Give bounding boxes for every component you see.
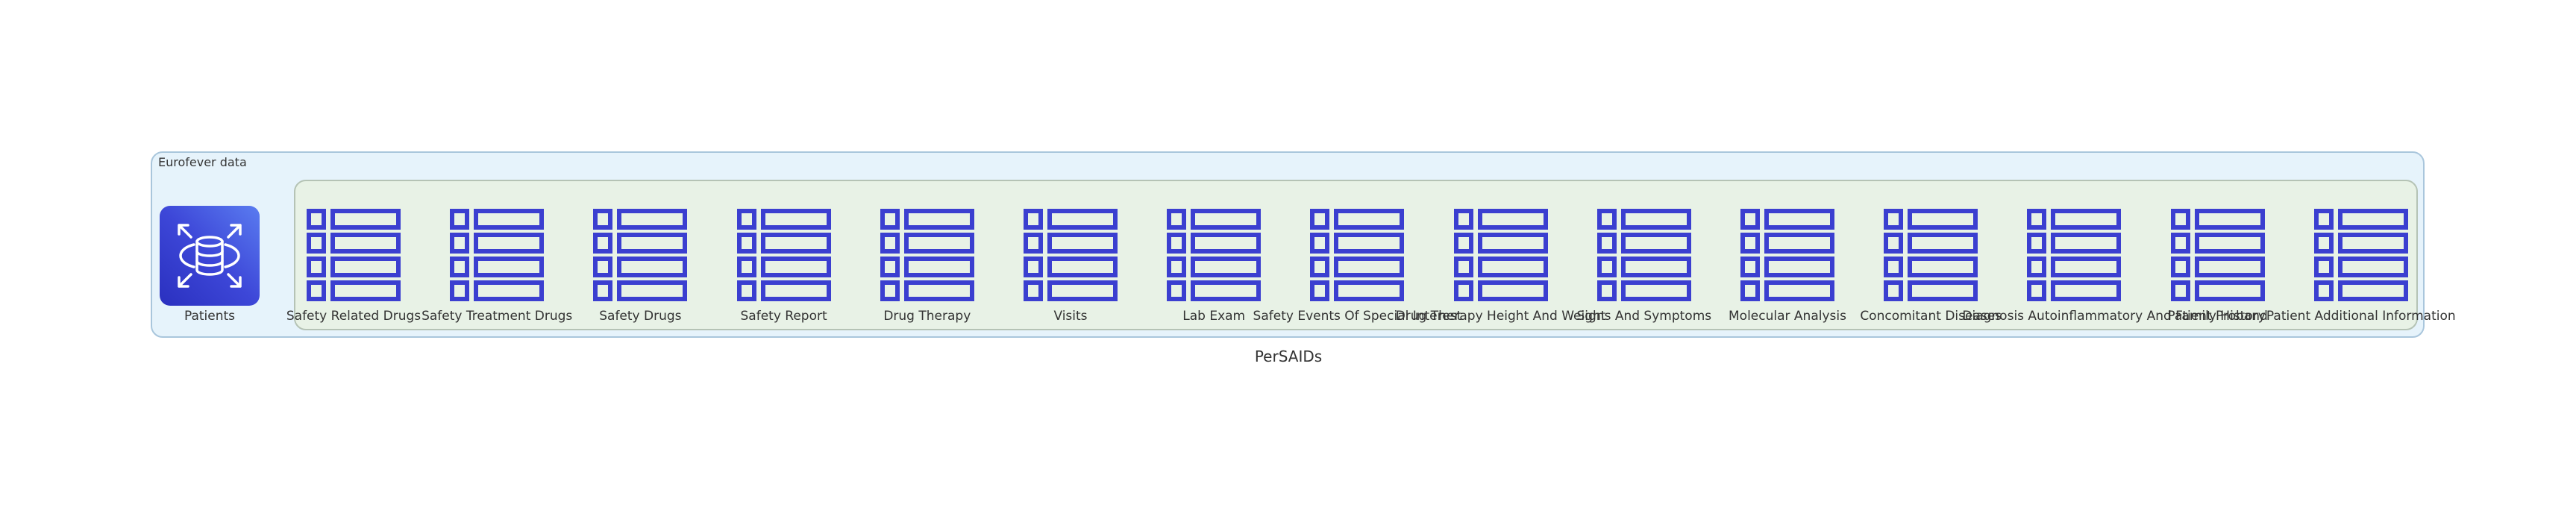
table-label: Safety Drugs	[599, 309, 682, 324]
table-label: Safety Report	[740, 309, 827, 324]
table-icon	[736, 208, 831, 305]
tables-cluster	[294, 180, 2418, 330]
table-label: Drug Therapy Height And Weight	[1395, 309, 1606, 324]
table-label: Molecular Analysis	[1729, 309, 1846, 324]
diagram-caption: PerSAIDs	[1254, 347, 1323, 365]
table-icon	[1453, 208, 1548, 305]
table-icon	[1310, 208, 1405, 305]
table-label: Visits	[1053, 309, 1088, 324]
table-icon	[450, 208, 545, 305]
patients-label: Patients	[184, 309, 236, 324]
table-icon	[1024, 208, 1118, 305]
table-label: Safety Treatment Drugs	[422, 309, 573, 324]
group-label: Eurofever data	[158, 155, 247, 169]
table-label: Signs And Symptoms	[1576, 309, 1712, 324]
table-icon	[2313, 208, 2408, 305]
table-icon	[1167, 208, 1262, 305]
table-label: Lab Exam	[1182, 309, 1246, 324]
table-label: Patient Proband	[2167, 309, 2268, 324]
table-icon	[1740, 208, 1834, 305]
table-icon	[2170, 208, 2265, 305]
table-icon	[1884, 208, 1978, 305]
table-icon	[593, 208, 688, 305]
table-icon	[1596, 208, 1691, 305]
table-label: Safety Related Drugs	[286, 309, 422, 324]
table-label: Safety Events Of Special Interest	[1253, 309, 1462, 324]
database-icon	[160, 206, 260, 306]
table-icon	[880, 208, 974, 305]
table-icon	[2027, 208, 2122, 305]
table-label: Drug Therapy	[883, 309, 971, 324]
table-label: Concomitant Diseases	[1860, 309, 2002, 324]
table-label: Patient Additional Information	[2266, 309, 2456, 324]
table-icon	[307, 208, 401, 305]
